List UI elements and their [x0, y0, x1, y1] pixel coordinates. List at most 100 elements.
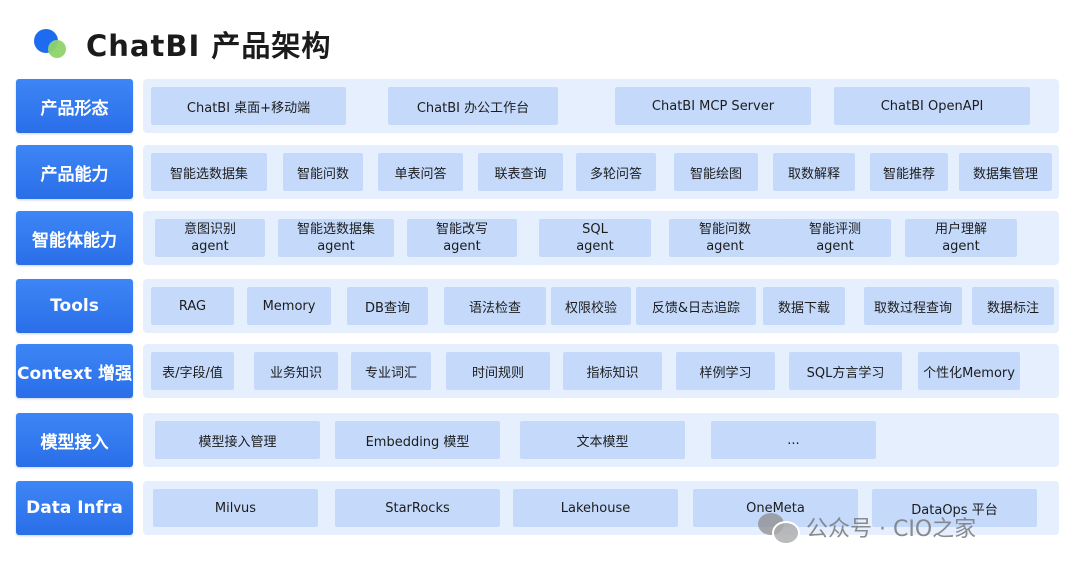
component-box: ChatBI MCP Server [615, 87, 811, 125]
component-box: ChatBI OpenAPI [834, 87, 1030, 125]
component-box: 数据集管理 [959, 153, 1052, 191]
component-box: ... [711, 421, 876, 459]
component-text: 业务知识 [269, 365, 322, 381]
component-box: 语法检查 [444, 287, 546, 325]
component-box: 文本模型 [520, 421, 685, 459]
layer-label: 智能体能力 [16, 211, 133, 265]
component-text: 文本模型 [576, 434, 629, 450]
component-text: DB查询 [365, 300, 410, 316]
component-text: 反馈&日志追踪 [651, 300, 741, 316]
component-text: Lakehouse [560, 500, 631, 516]
component-box: 智能改写 agent [407, 219, 517, 257]
component-box: 取数过程查询 [864, 287, 962, 325]
component-box: DB查询 [347, 287, 428, 325]
component-box: SQL方言学习 [789, 352, 902, 390]
component-box: 模型接入管理 [155, 421, 320, 459]
component-text: 数据集管理 [972, 166, 1038, 182]
component-text: 个性化Memory [923, 365, 1015, 381]
component-text: 智能推荐 [882, 166, 935, 182]
component-box: 个性化Memory [918, 352, 1020, 390]
component-text: 数据下载 [777, 300, 830, 316]
component-text: ChatBI 办公工作台 [416, 100, 530, 116]
layer-panel: ChatBI 桌面+移动端 ChatBI 办公工作台 ChatBI MCP Serv… [143, 79, 1059, 133]
component-text: ChatBI 桌面+移动端 [186, 100, 311, 116]
component-box: 取数解释 [773, 153, 855, 191]
component-text: agent [317, 239, 355, 254]
component-text: 样例学习 [699, 365, 752, 381]
component-box: Embedding 模型 [335, 421, 500, 459]
component-text: 专业词汇 [364, 365, 417, 381]
component-text: 联表查询 [494, 166, 547, 182]
layer-row: 模型接入 模型接入管理 Embedding 模型 文本模型... [16, 413, 1060, 467]
component-text: Embedding 模型 [365, 434, 470, 450]
component-text: 多轮问答 [589, 166, 642, 182]
component-box: 智能选数据集 [151, 153, 267, 191]
component-box: 联表查询 [478, 153, 563, 191]
layer-label: Data Infra [16, 481, 133, 535]
component-box: StarRocks [335, 489, 500, 527]
component-text: 意图识别 [183, 222, 236, 237]
component-text: StarRocks [385, 500, 450, 516]
component-box: 权限校验 [551, 287, 631, 325]
component-text: SQL [582, 222, 608, 237]
component-box: Milvus [153, 489, 318, 527]
component-box: SQL agent [539, 219, 651, 257]
layer-label: 模型接入 [16, 413, 133, 467]
layer-panel: Milvus StarRocks Lakehouse OneMeta DataOps 平… [143, 481, 1059, 535]
layer-label: Context 增强 [16, 344, 133, 398]
component-box: 时间规则 [446, 352, 550, 390]
component-text: agent [706, 239, 744, 254]
component-text: 单表问答 [394, 166, 447, 182]
component-text: OneMeta [746, 500, 805, 516]
component-text: agent [443, 239, 481, 254]
component-text: DataOps 平台 [911, 502, 998, 518]
layer-panel: RAG Memory DB查询 语法检查 权限校验 反馈&日志追踪 数据下载 取数过程查询 数据… [143, 279, 1059, 333]
layer-row: Data Infra Milvus StarRocks Lakehouse OneMet… [16, 481, 1060, 535]
watermark: 公众号 · CIO之家 [758, 510, 976, 545]
component-text: 智能问数 [296, 166, 349, 182]
component-text: 智能问数 [698, 222, 751, 237]
component-text: 时间规则 [471, 365, 524, 381]
component-text: Memory [262, 298, 316, 314]
component-box: Lakehouse [513, 489, 678, 527]
component-text: 模型接入管理 [198, 434, 277, 450]
logo-icon [32, 24, 72, 64]
component-text: 智能绘图 [689, 166, 742, 182]
page-title: ChatBI 产品架构 [86, 29, 332, 63]
layer-label: Tools [16, 279, 133, 333]
component-box: 意图识别 agent [155, 219, 265, 257]
component-text: ChatBI MCP Server [651, 98, 775, 114]
component-text: SQL方言学习 [806, 365, 885, 381]
component-box: Memory [247, 287, 331, 325]
component-text: ... [787, 432, 800, 448]
component-box: 智能绘图 [674, 153, 758, 191]
component-text: 语法检查 [468, 300, 521, 316]
component-box: 数据下载 [763, 287, 845, 325]
component-text: agent [942, 239, 980, 254]
layer-label: 产品形态 [16, 79, 133, 133]
component-text: 权限校验 [564, 300, 617, 316]
component-box: 智能推荐 [870, 153, 948, 191]
component-box: DataOps 平台 [872, 489, 1037, 527]
component-text: agent [191, 239, 229, 254]
component-text: 取数过程查询 [873, 300, 952, 316]
component-box: 数据标注 [972, 287, 1054, 325]
component-text: 智能评测 [808, 222, 861, 237]
component-text: 指标知识 [586, 365, 639, 381]
component-box: ChatBI 桌面+移动端 [151, 87, 346, 125]
component-text: agent [576, 239, 614, 254]
component-box: 专业词汇 [351, 352, 431, 390]
component-box: 智能问数 [283, 153, 363, 191]
component-box: 反馈&日志追踪 [636, 287, 756, 325]
layer-label: 产品能力 [16, 145, 133, 199]
component-text: 取数解释 [787, 166, 840, 182]
component-box: RAG [151, 287, 234, 325]
component-text: RAG [178, 298, 207, 314]
component-text: 智能改写 [435, 222, 488, 237]
